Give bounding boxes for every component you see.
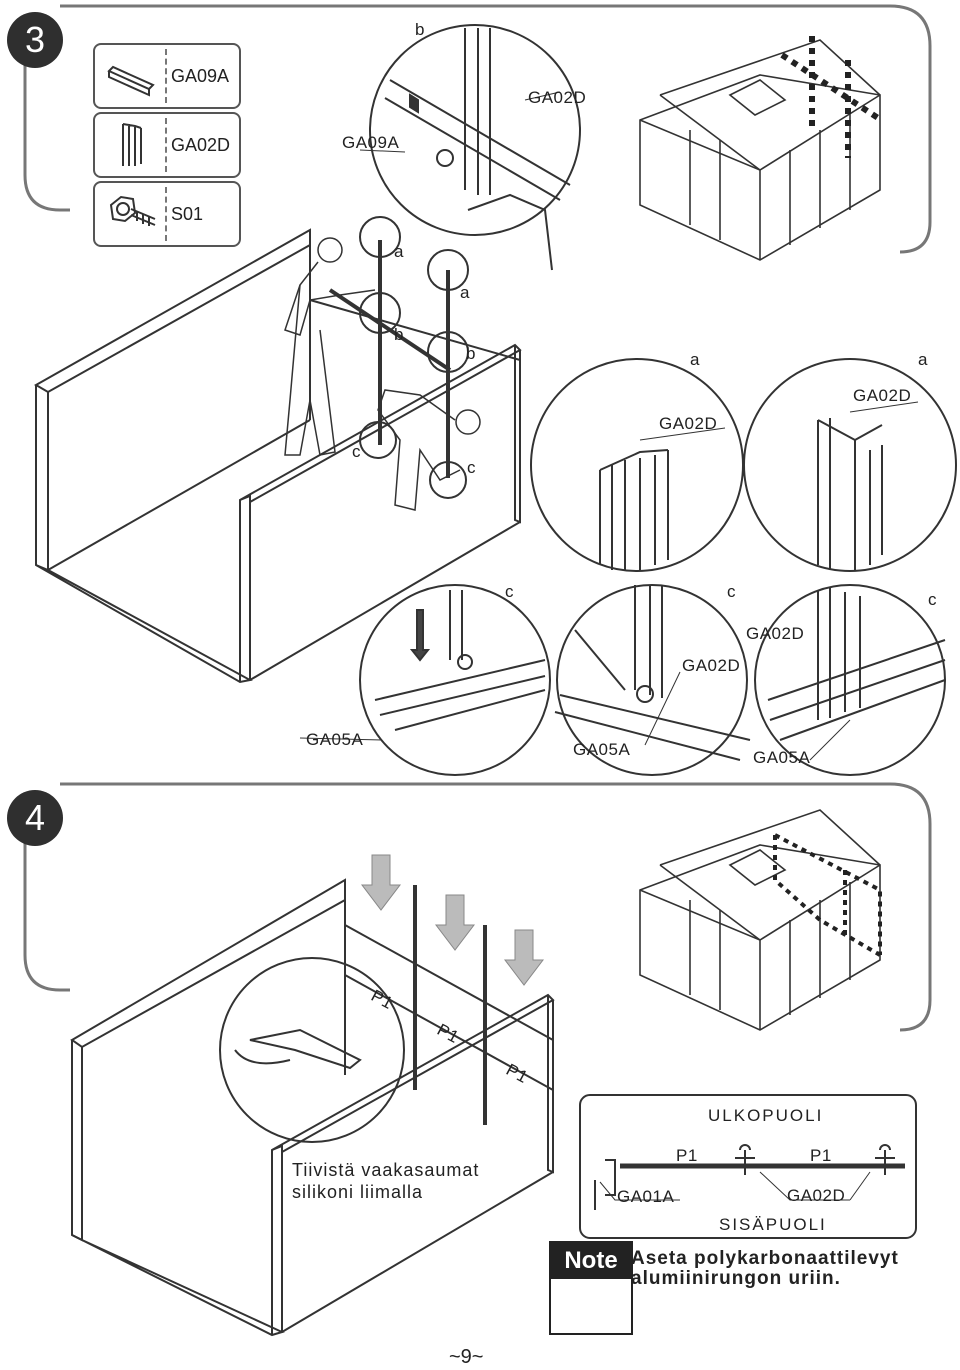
note-icon: Note bbox=[549, 1241, 633, 1335]
part-code-ga09a: GA09A bbox=[171, 65, 230, 86]
worker-figure-2 bbox=[377, 389, 481, 511]
section-diagram bbox=[579, 1094, 917, 1239]
detail-circle-c2 bbox=[554, 584, 751, 776]
detail-circle-c1 bbox=[299, 584, 551, 776]
caption-line-1: Tiivistä vaakasaumat bbox=[292, 1160, 480, 1180]
detail-c3-code2: GA05A bbox=[753, 748, 811, 767]
bolt-nut-icon bbox=[109, 195, 156, 226]
callout-a-1: a bbox=[394, 242, 404, 261]
detail-circle-c3 bbox=[754, 584, 946, 776]
page-number: ~9~ bbox=[449, 1346, 484, 1368]
detail-a1-letter: a bbox=[690, 350, 700, 369]
step-3-number: 3 bbox=[24, 19, 46, 60]
greenhouse-thumbnail-step4 bbox=[639, 809, 881, 1031]
detail-circle-a1 bbox=[530, 358, 744, 572]
callout-ga09a-top: GA09A bbox=[342, 133, 400, 152]
detail-c3-letter: c bbox=[928, 590, 937, 609]
callout-ga02d-top: GA02D bbox=[528, 88, 587, 107]
callout-c-2: c bbox=[467, 458, 476, 477]
profile-bar-icon bbox=[107, 65, 155, 97]
caption-line-2: silikoni liimalla bbox=[292, 1182, 424, 1202]
step-4-number: 4 bbox=[24, 797, 46, 838]
section-outside-label: ULKOPUOLI bbox=[708, 1106, 824, 1125]
double-profile-icon bbox=[122, 123, 142, 166]
step-3-badge: 3 bbox=[7, 12, 63, 68]
step-4-badge: 4 bbox=[7, 790, 63, 846]
detail-c2-letter: c bbox=[727, 582, 736, 601]
part-box-ga09a: GA09A bbox=[93, 43, 241, 109]
detail-c3-code: GA02D bbox=[746, 624, 805, 643]
detail-c1-letter: c bbox=[505, 582, 514, 601]
note-label: Note bbox=[551, 1243, 631, 1279]
section-inside-label: SISÄPUOLI bbox=[719, 1215, 827, 1234]
note-line-2: alumiinirungon uriin. bbox=[631, 1268, 841, 1289]
silicone-caption: Tiivistä vaakasaumat silikoni liimalla bbox=[292, 1159, 479, 1203]
worker-figure-1 bbox=[284, 237, 376, 456]
detail-a2-letter: a bbox=[918, 350, 928, 369]
detail-a1-code: GA02D bbox=[659, 414, 718, 433]
detail-a2-code: GA02D bbox=[853, 386, 912, 405]
callout-b-1: b bbox=[394, 325, 404, 344]
detail-circle-a2 bbox=[743, 358, 957, 572]
part-code-s01: S01 bbox=[171, 203, 204, 224]
section-p1-left: P1 bbox=[676, 1146, 698, 1165]
callout-b-top: b bbox=[415, 20, 425, 39]
frame-assembly-step4 bbox=[70, 878, 555, 1337]
note-text: Aseta polykarbonaattilevyt alumiinirungo… bbox=[631, 1249, 899, 1289]
detail-c2-code: GA02D bbox=[682, 656, 741, 675]
section-ga01a: GA01A bbox=[617, 1187, 675, 1206]
section-p1-right: P1 bbox=[810, 1146, 832, 1165]
callout-c-1: c bbox=[352, 442, 361, 461]
section-ga02d: GA02D bbox=[787, 1186, 846, 1205]
callout-b-2: b bbox=[466, 344, 476, 363]
callout-a-2: a bbox=[460, 283, 470, 302]
greenhouse-thumbnail-step3 bbox=[639, 39, 881, 261]
frame-assembly-step3 bbox=[33, 216, 522, 684]
part-box-ga02d: GA02D bbox=[93, 112, 241, 178]
zoom-circle-bolt bbox=[359, 24, 581, 271]
detail-c1-code: GA05A bbox=[306, 730, 364, 749]
detail-c2-code2: GA05A bbox=[573, 740, 631, 759]
part-code-ga02d: GA02D bbox=[171, 134, 231, 155]
part-box-s01: S01 bbox=[93, 181, 241, 247]
note-line-1: Aseta polykarbonaattilevyt bbox=[631, 1248, 899, 1269]
